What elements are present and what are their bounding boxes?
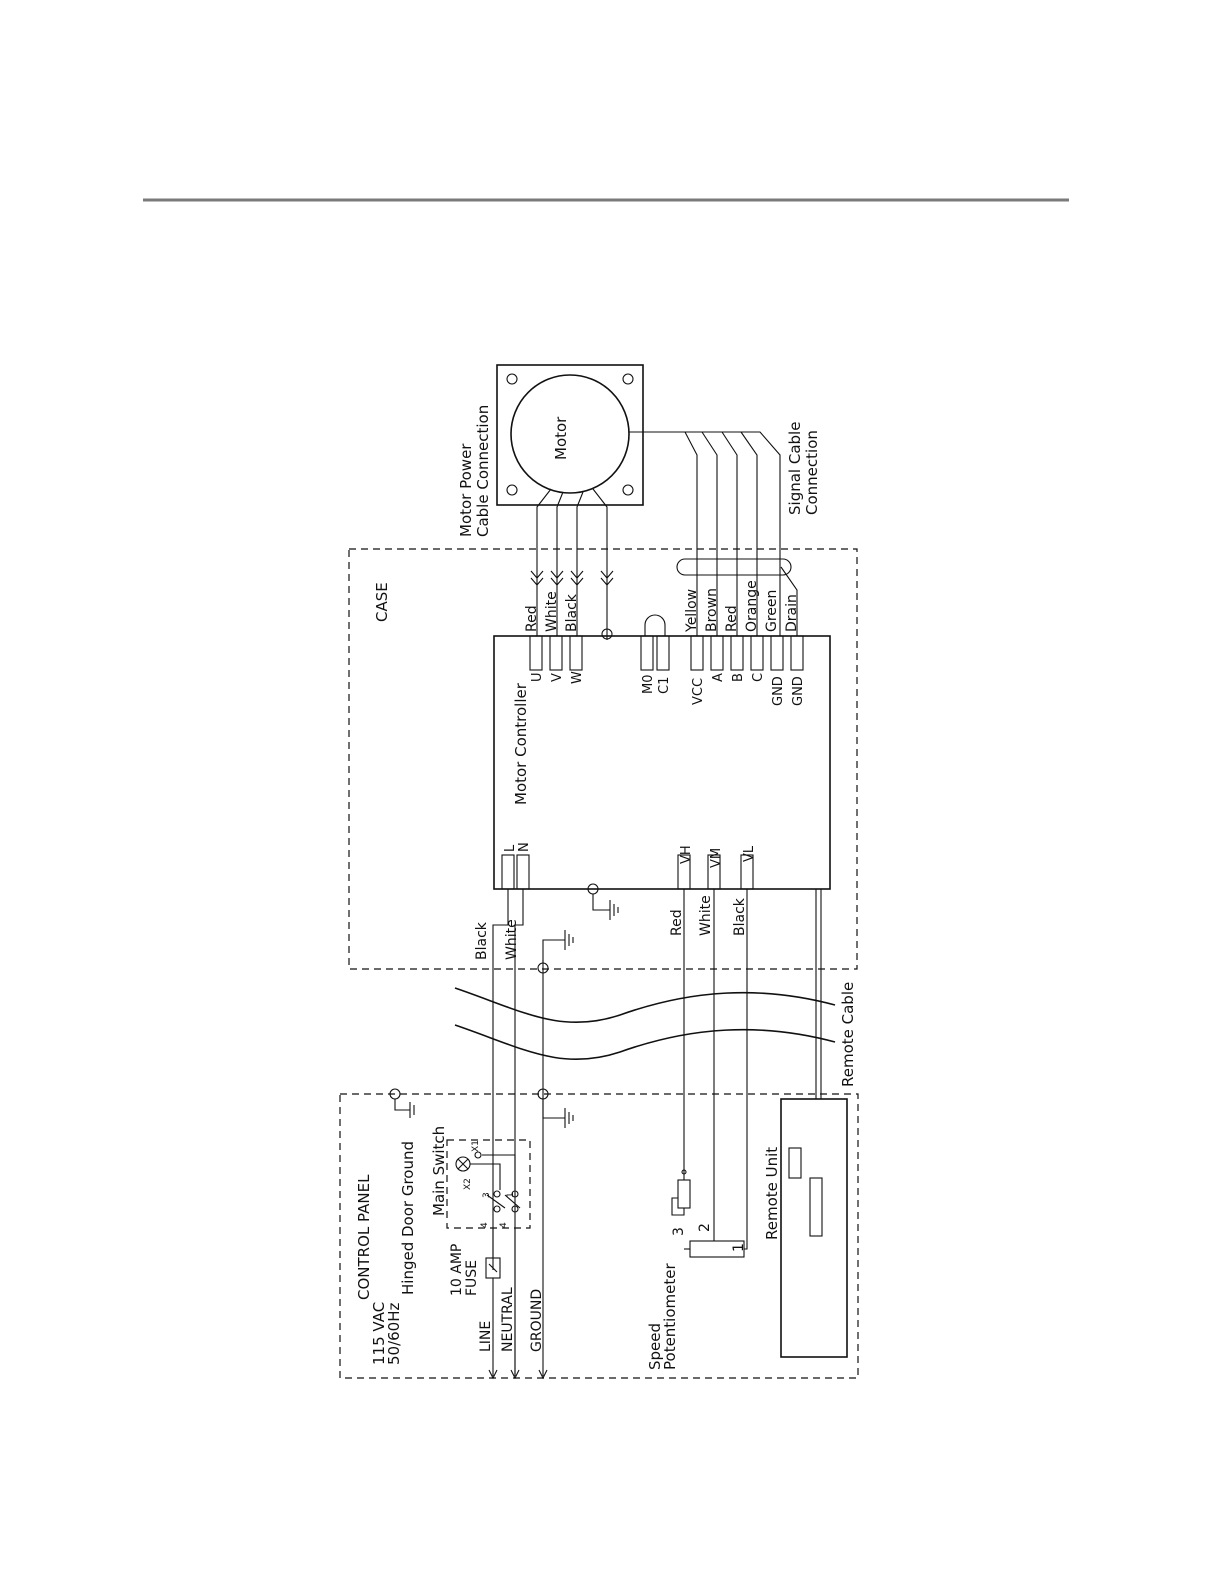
- terminal-label: U: [530, 672, 545, 682]
- terminal-label: C: [751, 673, 766, 682]
- motor-controller: [493, 635, 831, 890]
- terminal-label: W: [570, 671, 585, 684]
- ground-terminal-icon: [594, 628, 620, 640]
- signal-wire-label: Orange: [744, 580, 760, 632]
- terminal-label: VL: [742, 845, 757, 862]
- switch-terminal-label: 1: [506, 1192, 516, 1198]
- supply-leads: [488, 1228, 548, 1380]
- ground-label: GROUND: [529, 1289, 545, 1352]
- motor: Motor: [496, 364, 644, 506]
- main-switch-label: Main Switch: [430, 1126, 448, 1216]
- motor-controller-label: Motor Controller: [512, 682, 530, 805]
- terminal-label: N: [517, 842, 532, 852]
- switch-terminal-label: X2: [463, 1178, 473, 1190]
- speed-potentiometer-label-2: Potentiometer: [661, 1263, 679, 1370]
- case-label: CASE: [373, 582, 391, 622]
- signal-cable-label-1: Signal Cable: [786, 422, 804, 515]
- signal-wire-label: Red: [724, 605, 740, 632]
- cable-ground-icon: [537, 930, 574, 974]
- terminal-label: VCC: [691, 678, 706, 705]
- supply-label-1: 115 VAC: [370, 1302, 388, 1365]
- main-switch: [455, 1151, 521, 1213]
- panel-ground-icon: [537, 1088, 574, 1128]
- hinged-door-ground-icon: [389, 1088, 415, 1118]
- supply-label-2: 50/60Hz: [385, 1302, 403, 1365]
- motor-wire-label: White: [544, 591, 560, 632]
- terminal-label: M0: [641, 675, 656, 695]
- line-label: LINE: [478, 1321, 494, 1352]
- speed-potentiometer: [671, 1169, 748, 1258]
- switch-terminal-label: 4: [499, 1222, 509, 1228]
- terminal-label: C1: [657, 677, 672, 694]
- remote-unit: [780, 1098, 848, 1358]
- signal-wire-label: Green: [764, 590, 780, 632]
- speed-wire-label: Black: [732, 897, 748, 936]
- control-panel-boundary: [339, 1093, 859, 1379]
- case-boundary: [348, 548, 858, 970]
- controller-ground-icon: [587, 883, 619, 920]
- hinged-door-ground-label: Hinged Door Ground: [399, 1141, 417, 1295]
- switch-terminal-label: 3: [482, 1192, 492, 1198]
- switch-terminal-label: 4: [480, 1222, 490, 1228]
- remote-unit-label: Remote Unit: [763, 1147, 781, 1240]
- signal-cable-label-2: Connection: [803, 430, 821, 515]
- terminal-label: A: [711, 673, 726, 682]
- motor-wire-label: Red: [524, 605, 540, 632]
- fuse-label-1: 10 AMP: [449, 1244, 465, 1296]
- motor-wire-label: Black: [564, 593, 580, 632]
- motor-power-label-2: Cable Connection: [474, 405, 492, 537]
- terminal-label: GND: [791, 676, 806, 706]
- fuse-label-2: FUSE: [464, 1260, 480, 1296]
- motor-power-label-1: Motor Power: [457, 443, 475, 537]
- terminal-label: B: [731, 673, 746, 682]
- neutral-label: NEUTRAL: [500, 1287, 516, 1352]
- motor-label: Motor: [552, 416, 570, 460]
- power-wire-label: Black: [474, 921, 490, 960]
- control-panel-label: CONTROL PANEL: [355, 1174, 373, 1300]
- speed-wire-label: Red: [669, 909, 685, 936]
- signal-wire-label: Brown: [704, 588, 720, 632]
- motor-power-wires: [530, 488, 614, 640]
- terminal-label: GND: [771, 676, 786, 706]
- switch-terminal-label: X1: [471, 1140, 481, 1152]
- terminal-label: VH: [679, 845, 694, 864]
- signal-wire-label: Drain: [784, 594, 800, 632]
- pot-pin-label: 2: [697, 1223, 713, 1232]
- pot-pin-label: 1: [731, 1243, 747, 1252]
- top-terminals: [529, 614, 804, 671]
- speed-potentiometer-label-1: Speed: [646, 1323, 664, 1370]
- speed-wire-label: White: [698, 895, 714, 936]
- signal-wires: [629, 431, 798, 640]
- terminal-label: L: [503, 844, 518, 852]
- remote-cable: [454, 889, 836, 1376]
- main-switch-box: [446, 1139, 531, 1229]
- signal-wire-label: Yellow: [684, 589, 700, 633]
- pot-pin-label: 3: [671, 1227, 687, 1236]
- fuse-icon: [485, 1228, 501, 1376]
- remote-cable-label: Remote Cable: [839, 982, 857, 1087]
- terminal-label: V: [550, 673, 565, 682]
- terminal-label: VM: [709, 848, 724, 868]
- power-wire-label: White: [504, 919, 520, 960]
